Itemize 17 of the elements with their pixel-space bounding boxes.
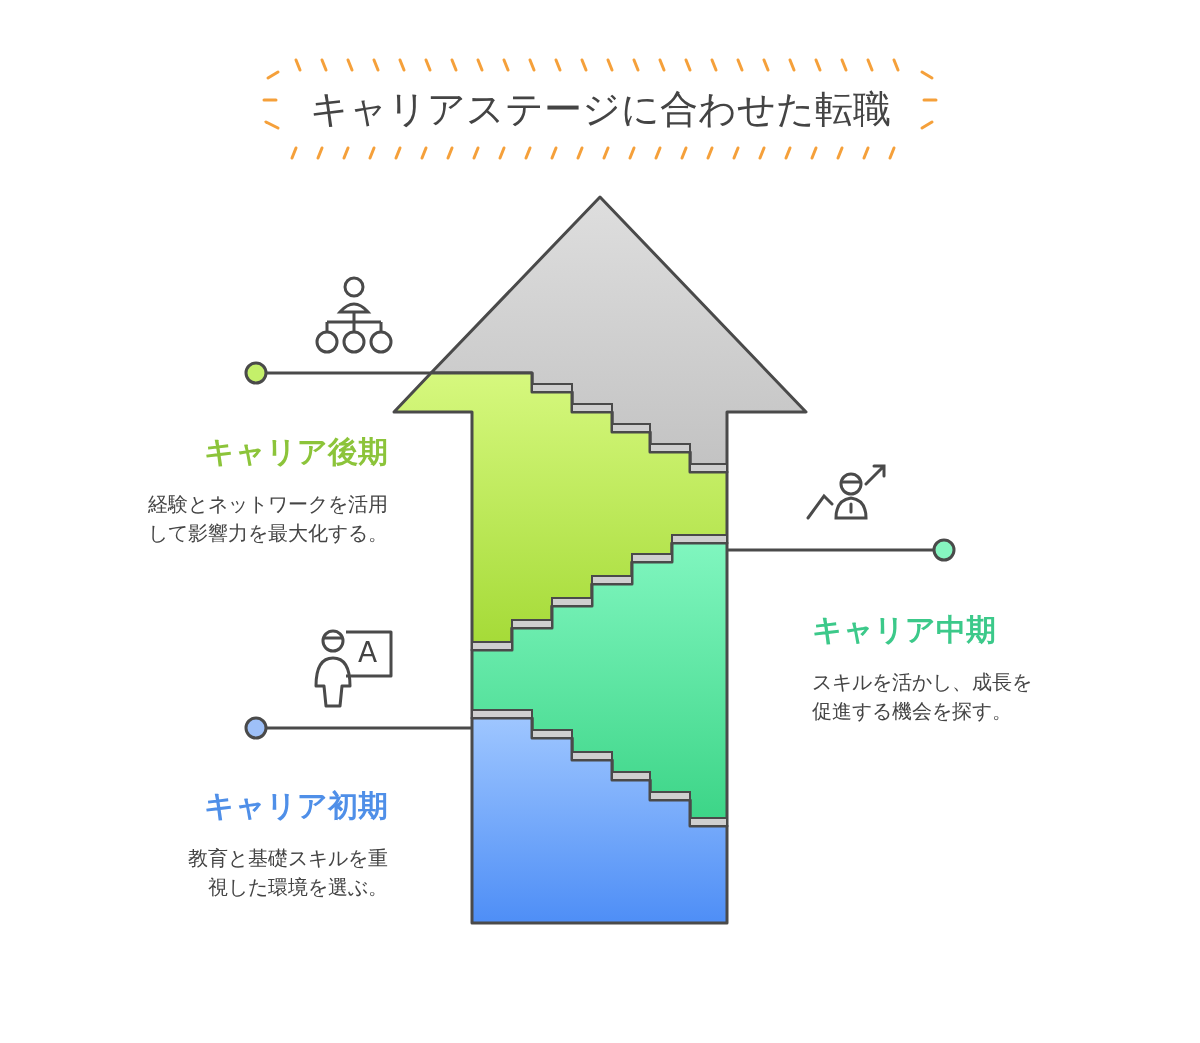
stage-description: 教育と基礎スキルを重視した環境を選ぶ。 (187, 845, 388, 901)
leader-dot (244, 361, 268, 385)
leader-line (266, 726, 472, 730)
arrow-lower-section (470, 716, 729, 925)
leader-dot (932, 538, 956, 562)
arrow-middle-section (470, 541, 729, 828)
stage-heading: キャリア中期 (812, 611, 996, 649)
arrow-tip-section (429, 195, 808, 474)
board-letter: A (358, 638, 378, 668)
stage-description: 経験とネットワークを活用して影響力を最大化する。 (147, 491, 388, 547)
leader-line (727, 548, 934, 552)
diagram-title: キャリアステージに合わせた転職 (308, 86, 892, 133)
leader-line (266, 371, 431, 375)
stage-heading: キャリア初期 (204, 787, 388, 825)
stage-heading: キャリア後期 (204, 433, 388, 471)
leader-dot (244, 716, 268, 740)
stage-description: スキルを活かし、成長を促進する機会を探す。 (812, 669, 1033, 725)
